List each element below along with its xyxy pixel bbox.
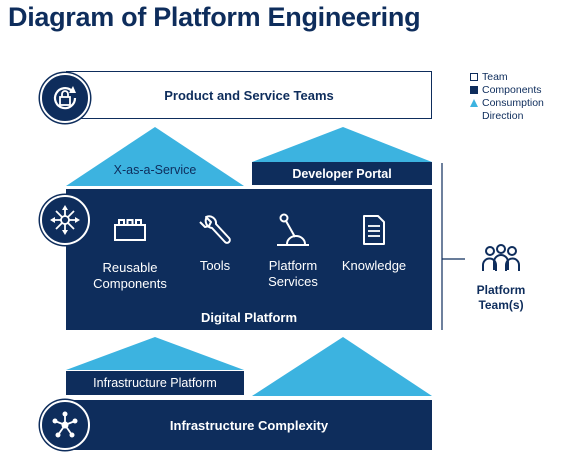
- infrastructure-consumption-triangle: [252, 337, 432, 396]
- legend-team: Team: [470, 70, 544, 83]
- legend-components-swatch: [470, 85, 478, 94]
- platform-item-tools: Tools: [185, 213, 245, 274]
- platform-teams: Platform Team(s): [466, 243, 536, 313]
- developer-portal-triangle: [252, 127, 432, 162]
- developer-portal-box: Developer Portal: [252, 162, 432, 185]
- digital-platform-label-wrap: Digital Platform: [66, 308, 432, 326]
- legend-direction-label: Direction: [482, 109, 524, 122]
- reusable-label-2: Components: [93, 276, 167, 291]
- xaas-label-wrap: X-as-a-Service: [66, 160, 244, 180]
- product-service-teams-label: Product and Service Teams: [164, 87, 334, 103]
- legend-team-swatch: [470, 72, 478, 81]
- infrastructure-platform-box: Infrastructure Platform: [66, 371, 244, 395]
- platform-services-label-2: Services: [268, 274, 318, 289]
- xaas-label: X-as-a-Service: [113, 163, 197, 177]
- document-icon: [363, 215, 385, 245]
- platform-item-reusable-components: Reusable Components: [85, 215, 175, 292]
- legend-components-label: Components: [482, 83, 542, 96]
- developer-portal-label: Developer Portal: [292, 166, 392, 181]
- platform-teams-label-2: Team(s): [478, 298, 524, 312]
- platform-item-platform-services: Platform Services: [253, 213, 333, 290]
- infrastructure-complexity-box: Infrastructure Complexity: [66, 400, 432, 450]
- platform-teams-label-1: Platform: [476, 283, 526, 297]
- knowledge-label: Knowledge: [341, 258, 407, 273]
- legend-triangle-swatch: [470, 98, 478, 107]
- legend-consumption: Consumption: [470, 96, 544, 109]
- infrastructure-platform-label: Infrastructure Platform: [93, 376, 217, 390]
- xaas-triangle: [66, 127, 244, 186]
- digital-platform-circle: [40, 195, 90, 245]
- refresh-lock-icon: [53, 86, 77, 110]
- lever-icon: [277, 213, 309, 246]
- legend-components: Components: [470, 83, 544, 96]
- legend: Team Components Consumption Direction: [470, 70, 544, 122]
- legend-consumption-label: Consumption: [482, 96, 544, 109]
- blocks-icon: [114, 219, 146, 241]
- arrows-expand-icon: [50, 205, 80, 235]
- digital-platform-label: Digital Platform: [200, 309, 298, 325]
- page-title: Diagram of Platform Engineering: [8, 2, 421, 32]
- people-group-icon: [482, 244, 520, 271]
- wrench-icon: [199, 215, 231, 244]
- infrastructure-circle: [40, 400, 90, 450]
- product-teams-circle: [40, 73, 90, 123]
- digital-platform-box: [66, 189, 432, 330]
- infrastructure-complexity-label: Infrastructure Complexity: [169, 417, 329, 433]
- reusable-label-1: Reusable: [102, 260, 158, 275]
- platform-item-knowledge: Knowledge: [334, 214, 414, 274]
- network-hub-icon: [52, 411, 78, 438]
- infrastructure-platform-triangle: [66, 337, 244, 370]
- platform-services-label-1: Platform: [268, 258, 318, 273]
- tools-label: Tools: [199, 258, 231, 273]
- legend-direction: Direction: [470, 109, 544, 122]
- legend-team-label: Team: [482, 70, 508, 83]
